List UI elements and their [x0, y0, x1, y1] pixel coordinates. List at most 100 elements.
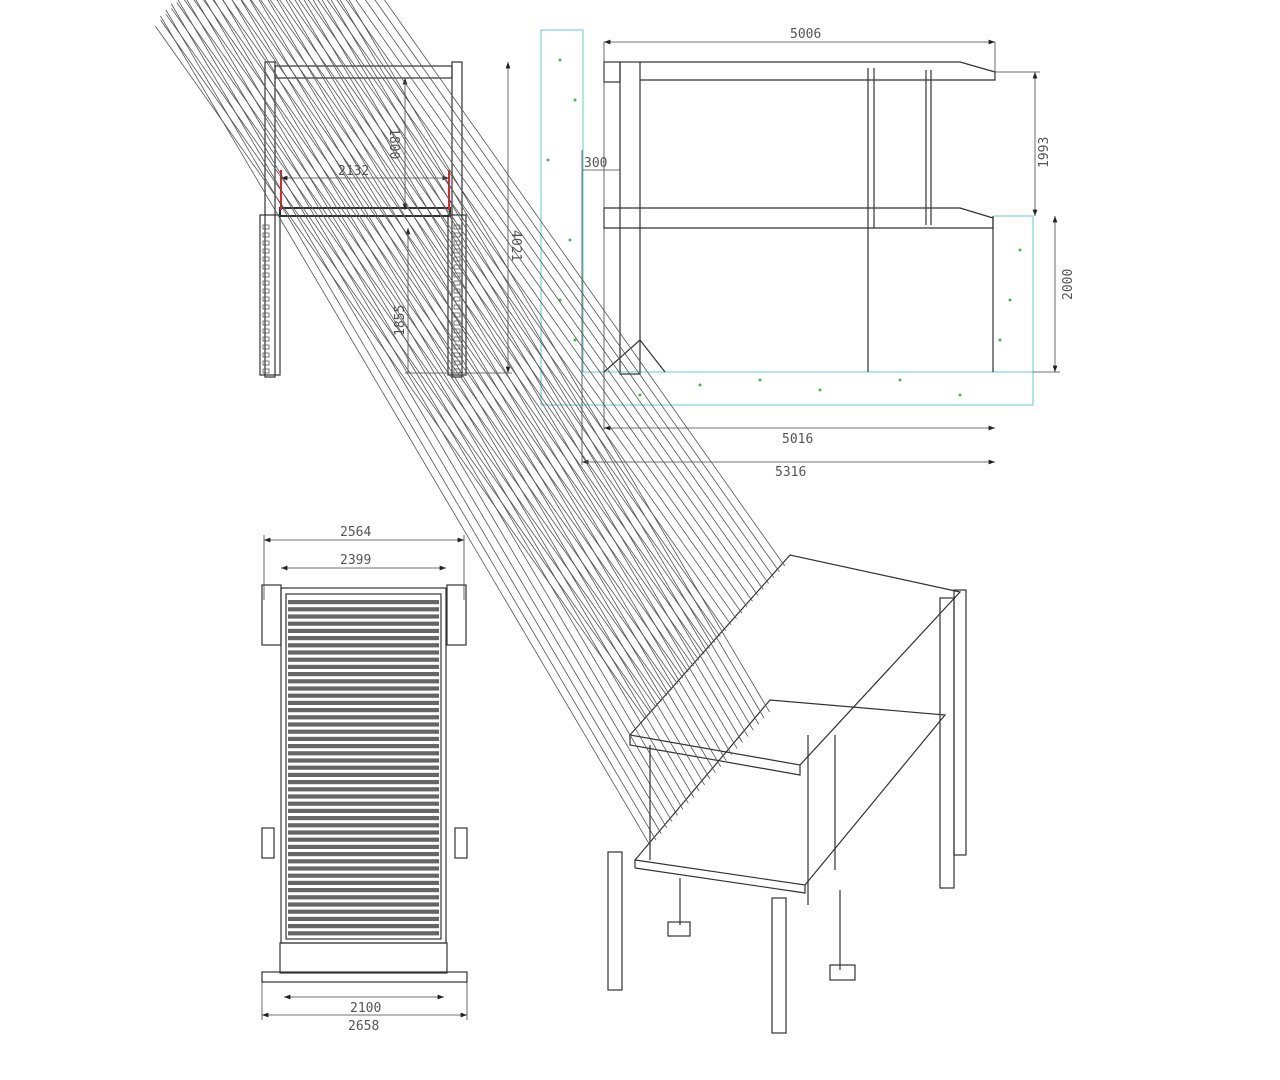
- dim-1993: 1993: [1037, 137, 1052, 168]
- plan-view: 2564 2399 2100 2658: [261, 525, 468, 1034]
- ladder-hole: [262, 232, 270, 238]
- grating-line: [374, 0, 780, 573]
- plan-slat: [288, 859, 439, 864]
- gravel-dot: [818, 388, 822, 392]
- grating-line: [330, 0, 760, 725]
- grating-line: [160, 15, 651, 847]
- grating-line: [279, 0, 727, 631]
- gravel-dot: [1018, 248, 1022, 252]
- plan-slat: [288, 708, 439, 713]
- plan-slat: [288, 700, 439, 705]
- ladder-hole: [453, 264, 461, 270]
- grating-line: [250, 0, 710, 649]
- grating-line: [186, 0, 673, 822]
- grating-line: [231, 0, 700, 661]
- plan-slat: [288, 794, 439, 799]
- dim-2399: 2399: [340, 553, 371, 568]
- grating-line: [155, 25, 646, 720]
- plan-slat: [288, 736, 439, 741]
- ladder-hole: [453, 320, 461, 326]
- gravel-dot: [1008, 298, 1012, 302]
- plan-slat: [288, 787, 439, 792]
- grating-line: [160, 19, 652, 714]
- grating-line: [285, 0, 733, 755]
- plan-slat: [288, 816, 439, 821]
- plan-slat: [288, 765, 439, 770]
- grating-line: [326, 0, 753, 602]
- ladder-hole: [262, 272, 270, 278]
- plan-slat: [288, 895, 439, 900]
- plan-slat: [288, 686, 439, 691]
- grating-line: [298, 0, 737, 620]
- ladder-hole: [453, 328, 461, 334]
- grating-line: [212, 0, 689, 673]
- ladder-hole: [453, 336, 461, 342]
- gravel-dot: [698, 383, 702, 387]
- ladder-hole: [453, 280, 461, 286]
- plan-slat: [288, 679, 439, 684]
- grating-line: [204, 0, 684, 810]
- grating-line: [269, 0, 721, 637]
- ladder-hole: [262, 352, 270, 358]
- ladder-hole: [453, 256, 461, 262]
- grating-line: [321, 0, 754, 731]
- ladder-hole: [262, 264, 270, 270]
- grating-line: [241, 0, 705, 655]
- dim-4021: 4021: [508, 230, 523, 261]
- ladder-hole: [453, 240, 461, 246]
- plan-slat: [288, 744, 439, 749]
- grating-line: [312, 0, 749, 737]
- plan-slat: [288, 830, 439, 835]
- dim-1855: 1855: [393, 305, 408, 336]
- grating-line: [213, 0, 689, 804]
- plan-slat: [288, 628, 439, 633]
- gravel-dot: [898, 378, 902, 382]
- grating-line: [231, 0, 700, 792]
- grating-line: [170, 3, 662, 834]
- ladder-hole: [262, 224, 270, 230]
- dim-5016: 5016: [782, 432, 813, 447]
- gravel-dot: [573, 338, 577, 342]
- gravel-dot: [573, 98, 577, 102]
- dim-2658: 2658: [348, 1019, 379, 1034]
- gravel-dot: [958, 393, 962, 397]
- gravel-dot: [758, 378, 762, 382]
- gravel-dot: [998, 338, 1002, 342]
- ladder-hole: [262, 280, 270, 286]
- ladder-hole: [262, 304, 270, 310]
- dim-2100: 2100: [350, 1001, 381, 1016]
- grating-line: [364, 0, 775, 578]
- isometric-view: [155, 0, 967, 1034]
- ladder-hole: [262, 296, 270, 302]
- grating-line: [195, 0, 678, 816]
- ladder-hole: [262, 368, 270, 374]
- plan-slat: [288, 916, 439, 921]
- plan-slat: [288, 636, 439, 641]
- ladder-hole: [453, 248, 461, 254]
- grating-line: [171, 8, 662, 702]
- grating-line: [184, 0, 673, 690]
- grating-line: [345, 0, 764, 590]
- plan-slat: [288, 664, 439, 669]
- grating-line: [222, 0, 694, 667]
- grating-line: [348, 0, 770, 713]
- plan-slat: [288, 715, 439, 720]
- plan-slat: [288, 693, 439, 698]
- plan-slat: [288, 600, 439, 605]
- ladder-hole: [262, 240, 270, 246]
- ladder-hole: [262, 336, 270, 342]
- plan-slat: [288, 888, 439, 893]
- grating-line: [260, 0, 716, 643]
- plan-slat: [288, 643, 439, 648]
- grating-line: [165, 9, 657, 841]
- gravel-dot: [558, 58, 562, 62]
- plan-slat: [288, 873, 439, 878]
- plan-slat: [288, 837, 439, 842]
- dim-5316: 5316: [775, 465, 806, 480]
- plan-slat: [288, 729, 439, 734]
- grating-line: [222, 0, 695, 798]
- grating-line: [177, 0, 668, 828]
- plan-slat: [288, 722, 439, 727]
- gravel-dot: [546, 158, 550, 162]
- ladder-hole: [262, 312, 270, 318]
